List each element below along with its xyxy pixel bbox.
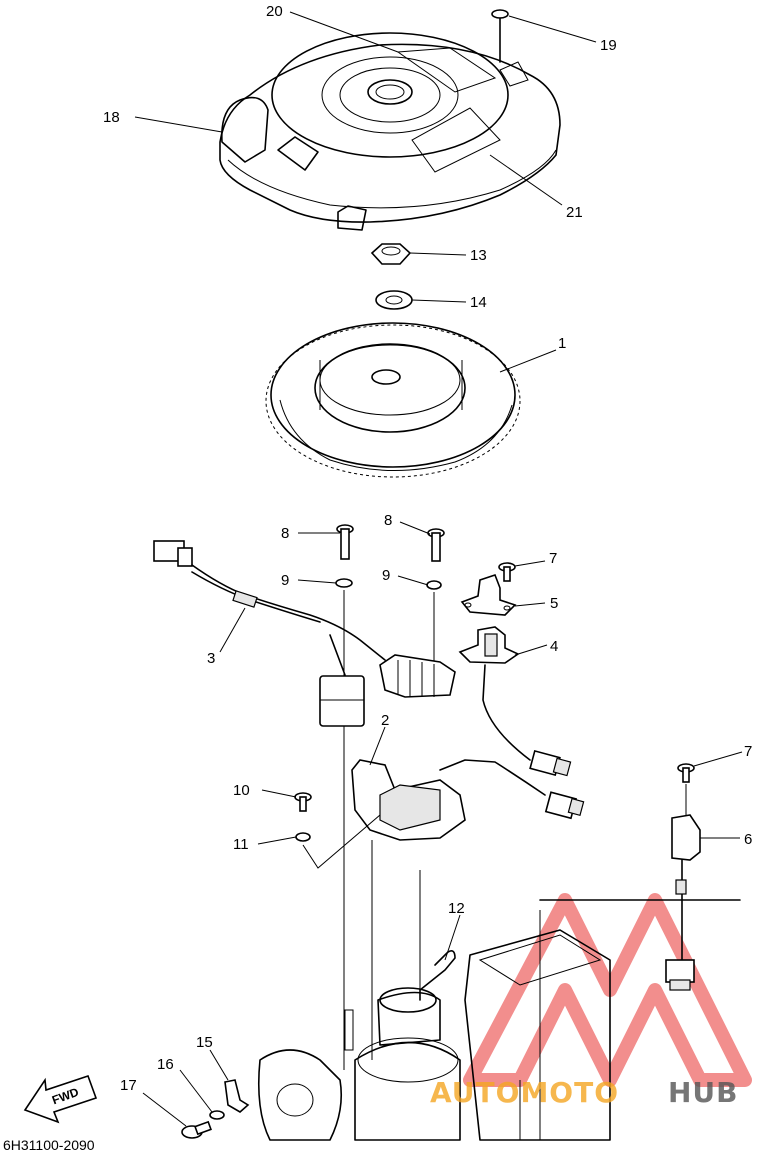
callout-7b: 7 [744, 743, 752, 760]
watermark-text: AUTOMOTO HUB [430, 1076, 739, 1109]
charge-coil-harness [153, 540, 456, 727]
watermark-triangle-icon [463, 893, 752, 1087]
diagram-code: 6H31100-2090 [3, 1137, 95, 1153]
washer-9a [335, 578, 353, 588]
callout-2: 2 [381, 712, 389, 729]
engine-block [257, 899, 741, 1141]
callout-7a: 7 [549, 550, 557, 567]
callout-17: 17 [120, 1077, 137, 1094]
screw-7b [677, 763, 695, 783]
ignition-coil [351, 759, 585, 1060]
screw-19 [491, 9, 509, 63]
callout-1: 1 [558, 335, 566, 352]
callout-19: 19 [600, 37, 617, 54]
leader-lines [134, 11, 743, 1127]
bolt-8a [336, 524, 354, 560]
callout-11: 11 [233, 836, 249, 853]
flywheel [265, 322, 521, 478]
pulser-coil [458, 626, 572, 777]
callout-15: 15 [196, 1034, 213, 1051]
watermark-text-a: AUTOMOTO [430, 1076, 619, 1109]
callout-labels: 1 2 3 4 5 6 7 7 8 8 9 9 10 11 12 13 14 1… [103, 3, 752, 1094]
callout-14: 14 [470, 294, 487, 311]
callout-8b: 8 [384, 512, 392, 529]
fwd-arrow-icon: FWD [23, 1074, 98, 1124]
bracket-5 [460, 573, 517, 616]
bolt-16 [181, 1120, 212, 1139]
flywheel-cover [219, 32, 561, 231]
callout-4: 4 [550, 638, 558, 655]
clip-15 [224, 1079, 250, 1113]
watermark-logo [463, 893, 752, 1087]
callout-9a: 9 [281, 572, 289, 589]
callout-6: 6 [744, 831, 752, 848]
callout-12: 12 [448, 900, 465, 917]
washer-14 [375, 290, 413, 310]
callout-3: 3 [207, 650, 215, 667]
callout-5: 5 [550, 595, 558, 612]
callout-21: 21 [566, 204, 583, 221]
watermark-text-b: HUB [668, 1076, 739, 1109]
washer-17 [209, 1110, 225, 1120]
callout-18: 18 [103, 109, 120, 126]
callout-10: 10 [233, 782, 250, 799]
bolt-10 [294, 792, 312, 812]
screw-7a [498, 562, 516, 582]
callout-8a: 8 [281, 525, 289, 542]
callout-20: 20 [266, 3, 283, 20]
sensor-6 [665, 814, 701, 991]
flywheel-nut [370, 243, 412, 265]
watermark-triangle-path [463, 893, 752, 1087]
washer-11 [295, 832, 311, 842]
bolt-8b [427, 528, 445, 562]
callout-13: 13 [470, 247, 487, 264]
washer-9b [426, 580, 442, 590]
callout-16: 16 [157, 1056, 174, 1073]
callout-9b: 9 [382, 567, 390, 584]
